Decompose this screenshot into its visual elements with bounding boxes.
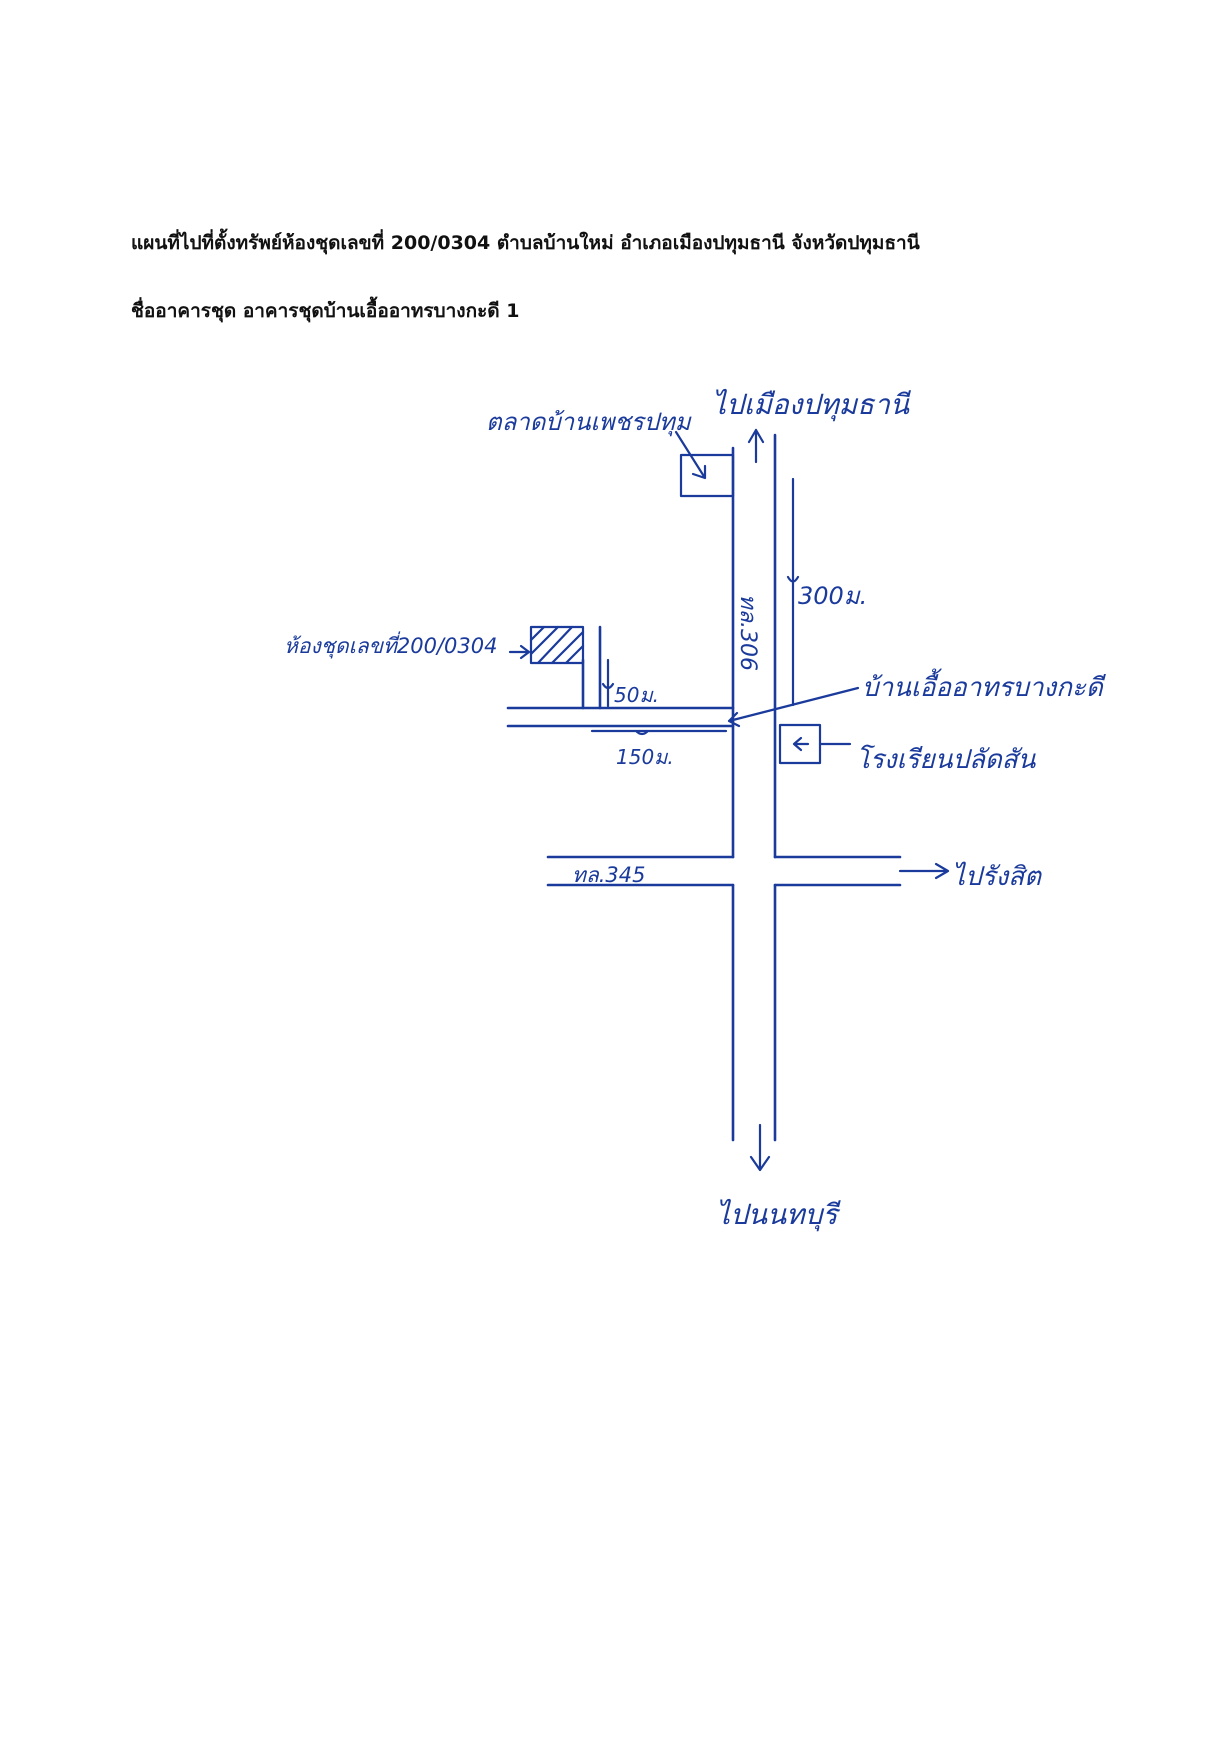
page-title: แผนที่ไปที่ตั้งทรัพย์ห้องชุดเลขที่ 200/0… bbox=[131, 232, 920, 254]
east-arrow bbox=[898, 862, 950, 880]
distance-50-bracket bbox=[601, 658, 615, 708]
label-distance-300: 300ม. bbox=[798, 582, 867, 610]
label-to-north: ไปเมืองปทุมธานี bbox=[712, 388, 912, 422]
unit-hatch bbox=[529, 625, 585, 665]
label-project: บ้านเอื้ออาทรบางกะดี bbox=[862, 668, 1107, 703]
building-name: ชื่ออาคารชุด อาคารชุดบ้านเอื้ออาทรบางกะด… bbox=[131, 300, 520, 322]
label-distance-50: 50ม. bbox=[614, 683, 659, 707]
label-road-306: ทล.306 bbox=[735, 594, 760, 671]
label-to-east: ไปรังสิต bbox=[952, 861, 1042, 892]
distance-150-bracket bbox=[590, 729, 728, 736]
south-arrow bbox=[749, 1123, 771, 1172]
label-distance-150: 150ม. bbox=[616, 745, 674, 769]
label-unit: ห้องชุดเลขที่200/0304 bbox=[284, 631, 497, 659]
north-arrow bbox=[747, 428, 765, 464]
market-pointer-arrow bbox=[674, 430, 707, 480]
market-building bbox=[679, 453, 735, 498]
label-school: โรงเรียนปลัดสัน bbox=[856, 744, 1037, 775]
distance-300-bracket bbox=[786, 477, 800, 707]
label-to-south: ไปนนทบุรี bbox=[716, 1198, 841, 1232]
unit-pointer-arrow bbox=[508, 644, 531, 660]
label-road-345: ทล.345 bbox=[572, 863, 645, 887]
school-marker-arrow bbox=[792, 736, 810, 752]
label-market: ตลาดบ้านเพชรปทุม bbox=[486, 408, 692, 437]
